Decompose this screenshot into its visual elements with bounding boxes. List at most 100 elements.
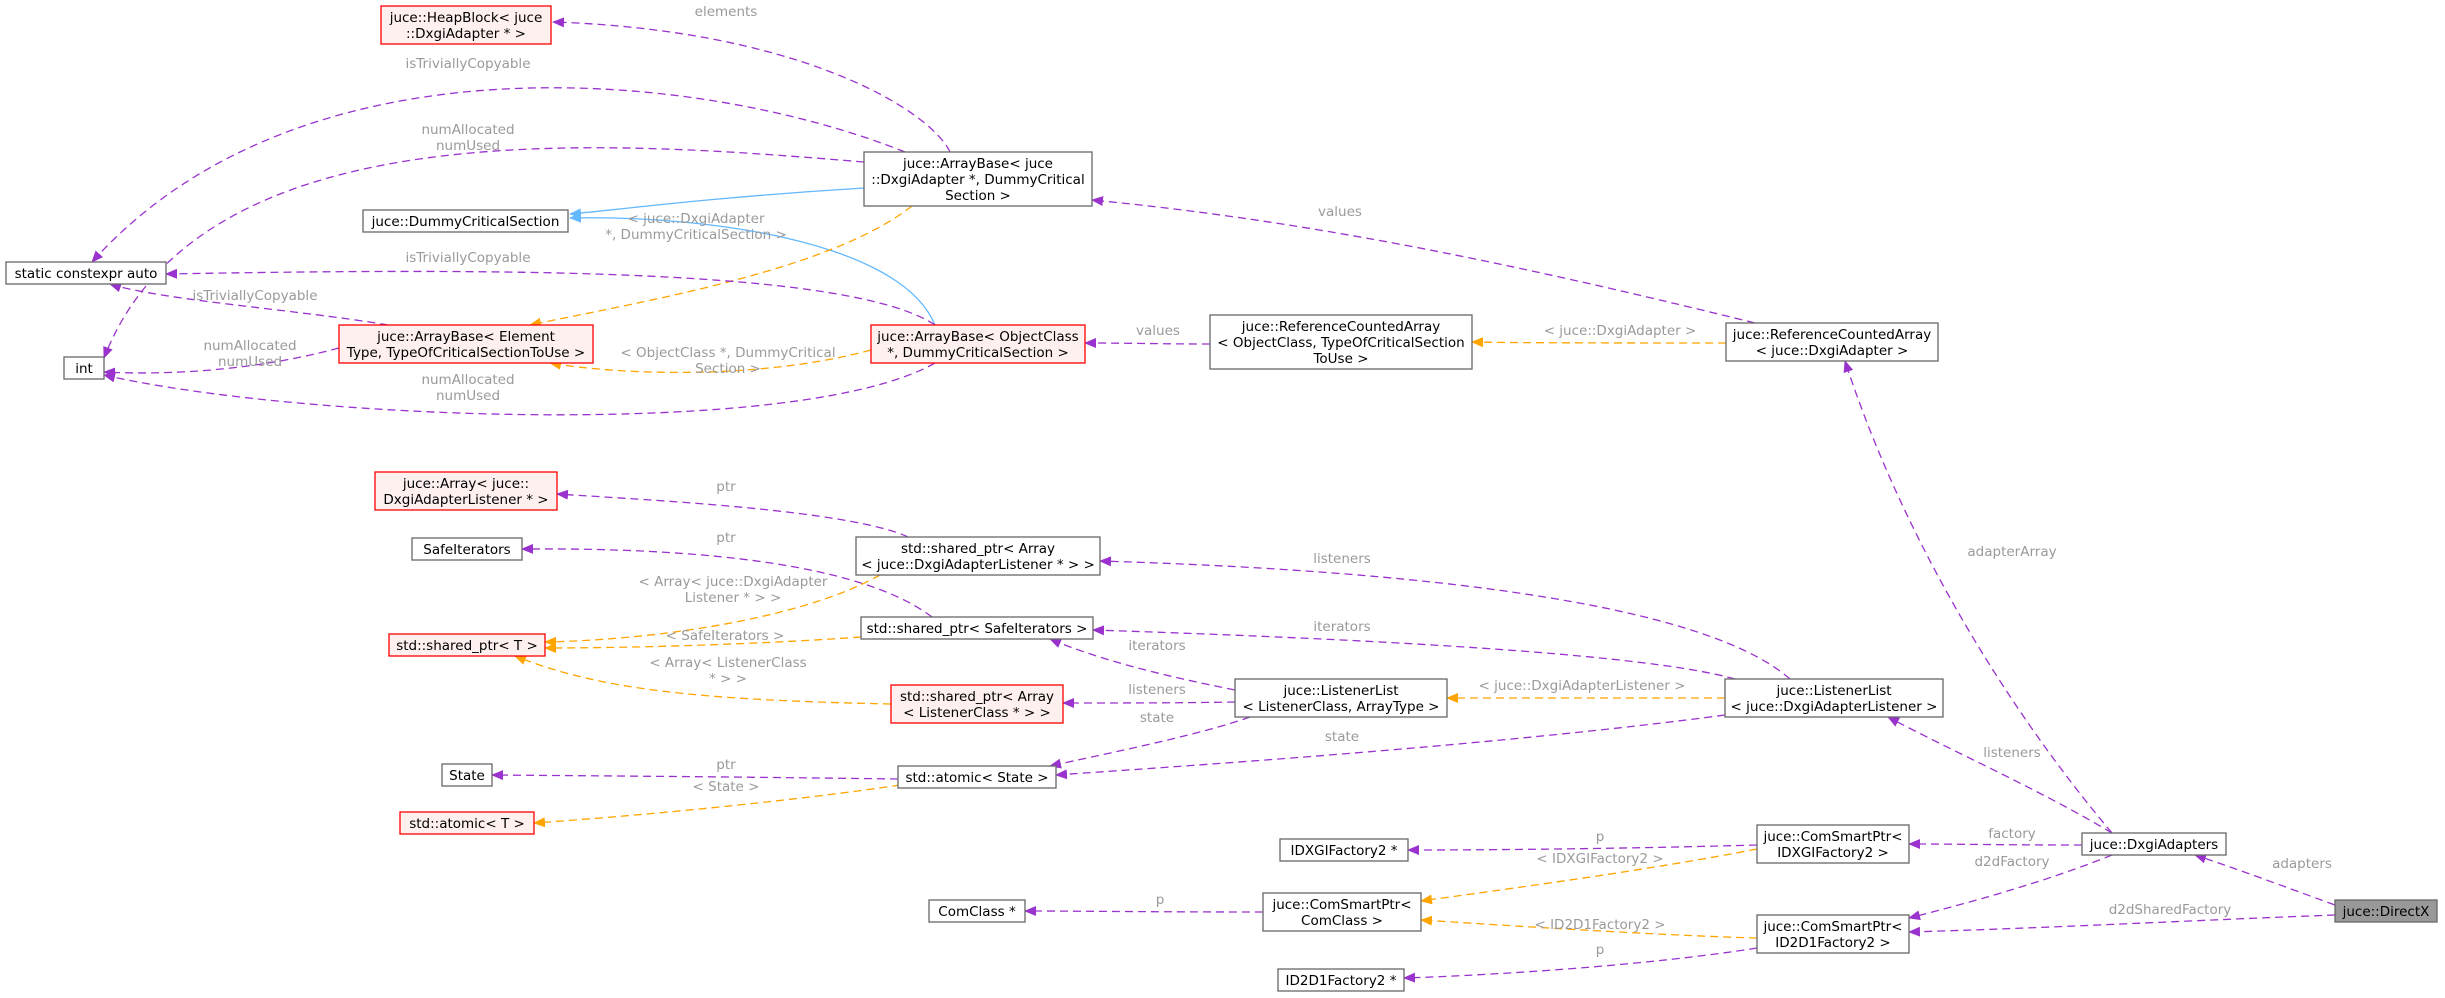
node-box (374, 471, 558, 511)
edge-ptr-1 (556, 489, 909, 538)
node-dummy-cs[interactable]: juce::DummyCriticalSection (362, 209, 569, 233)
node-box (870, 324, 1086, 364)
edge-label-p-3: p (1596, 942, 1605, 958)
node-int[interactable]: int (63, 356, 105, 380)
edge-state-1 (1055, 714, 1726, 780)
node-comclass[interactable]: ComClass * (928, 899, 1026, 923)
node-dxgiadapters[interactable]: juce::DxgiAdapters (2081, 832, 2227, 856)
node-label: juce::ComSmartPtr<ComClass > (1271, 897, 1411, 929)
edge-label-adapters: adapters (2272, 856, 2332, 872)
edge-inheritance (569, 187, 865, 219)
edge-trivially-2 (165, 268, 936, 326)
edge-objectclass-dummy (549, 349, 872, 374)
edge-label-safeiter-tpl: < SafeIterators > (666, 628, 785, 644)
node-box (63, 356, 105, 380)
edge-label-d2dfactory: d2dFactory (1974, 854, 2049, 870)
edge-dxgiadapter-tpl (1471, 337, 1727, 348)
node-label: std::shared_ptr< T > (396, 638, 538, 654)
edge-label-ptr-2: ptr (716, 530, 736, 546)
node-label: SafeIterators (423, 542, 510, 558)
edge-label-dxgiadapter-tpl: < juce::DxgiAdapter > (1544, 323, 1697, 339)
node-box (860, 616, 1094, 640)
node-label: juce::ListenerList< ListenerClass, Array… (1243, 683, 1440, 715)
edge-label-elements: elements (695, 4, 758, 20)
node-idxgifactory[interactable]: IDXGIFactory2 * (1279, 838, 1409, 862)
node-shared-ptr-array-dxgi[interactable]: std::shared_ptr< Array< juce::DxgiAdapte… (855, 536, 1101, 576)
node-static-constexpr[interactable]: static constexpr auto (5, 261, 167, 285)
node-arraybase-object[interactable]: juce::ArrayBase< ObjectClass*, DummyCrit… (870, 324, 1086, 364)
edge-p-1 (1407, 844, 1758, 855)
node-comsmart-id2d1[interactable]: juce::ComSmartPtr<ID2D1Factory2 > (1756, 914, 1910, 954)
node-label: juce::ComSmartPtr<IDXGIFactory2 > (1762, 829, 1902, 861)
node-atomic-state[interactable]: std::atomic< State > (897, 765, 1057, 789)
edge-label-state-1: state (1325, 729, 1359, 745)
node-id2d1factory[interactable]: ID2D1Factory2 * (1277, 968, 1405, 992)
node-box (890, 684, 1064, 724)
node-shared-ptr-t[interactable]: std::shared_ptr< T > (388, 633, 546, 657)
edge-label-array-listener-tpl: < Array< ListenerClass* > > (649, 655, 806, 687)
edge-factory (1908, 839, 2083, 850)
edge-label-trivially-3: isTriviallyCopyable (193, 288, 318, 304)
node-label: juce::DxgiAdapters (2089, 837, 2218, 853)
node-refcounted-generic[interactable]: juce::ReferenceCountedArray< ObjectClass… (1209, 314, 1473, 370)
node-shared-ptr-safe[interactable]: std::shared_ptr< SafeIterators > (860, 616, 1094, 640)
edge-adapters (2194, 853, 2336, 906)
edge-label-d2dshared: d2dSharedFactory (2109, 902, 2232, 918)
node-box (1756, 824, 1910, 864)
node-label: juce::ListenerList< juce::DxgiAdapterLis… (1731, 683, 1938, 715)
edge-numalloc-3 (103, 362, 936, 416)
node-box (1756, 914, 1910, 954)
edge-state-2 (1049, 716, 1251, 769)
edge-ptr-3 (491, 770, 899, 781)
node-box (2081, 832, 2227, 856)
edge-label-factory: factory (1988, 826, 2036, 842)
node-shared-ptr-array-listener[interactable]: std::shared_ptr< Array< ListenerClass * … (890, 684, 1064, 724)
node-state[interactable]: State (441, 763, 493, 787)
node-box (411, 537, 523, 561)
edge-ptr-2 (521, 543, 933, 618)
node-arraybase-dxgi[interactable]: juce::ArrayBase< juce::DxgiAdapter *, Du… (863, 151, 1093, 207)
node-box (1724, 678, 1944, 718)
node-listenerlist-dxgi[interactable]: juce::ListenerList< juce::DxgiAdapterLis… (1724, 678, 1944, 718)
node-comsmart-idxgi[interactable]: juce::ComSmartPtr<IDXGIFactory2 > (1756, 824, 1910, 864)
edge-label-values-1: values (1136, 323, 1180, 339)
edge-label-dxgi-listener-tpl: < juce::DxgiAdapterListener > (1479, 678, 1686, 694)
edge-label-p-1: p (1596, 829, 1605, 845)
node-atomic-t[interactable]: std::atomic< T > (399, 811, 535, 835)
node-box (1234, 678, 1448, 718)
node-refcounted-dxgi[interactable]: juce::ReferenceCountedArray< juce::DxgiA… (1725, 322, 1939, 362)
node-label: std::shared_ptr< Array< ListenerClass * … (900, 689, 1054, 721)
node-box (399, 811, 535, 835)
node-box (2334, 899, 2438, 923)
edge-dxgi-dummy (569, 212, 936, 326)
edge-adapterarray (1843, 360, 2113, 834)
edge-array-listener-tpl (514, 655, 892, 705)
node-label: juce::Array< juce::DxgiAdapterListener *… (383, 476, 548, 508)
node-label: std::shared_ptr< Array< juce::DxgiAdapte… (861, 541, 1095, 573)
node-box (1209, 314, 1473, 370)
node-safe-iterators[interactable]: SafeIterators (411, 537, 523, 561)
node-label: juce::ArrayBase< juce::DxgiAdapter *, Du… (871, 156, 1084, 204)
node-box (388, 633, 546, 657)
node-label: IDXGIFactory2 * (1290, 843, 1397, 859)
node-label: std::atomic< State > (905, 770, 1048, 786)
node-box (855, 536, 1101, 576)
node-heapblock[interactable]: juce::HeapBlock< juce::DxgiAdapter * > (380, 5, 552, 45)
edge-label-listeners-2: listeners (1128, 682, 1186, 698)
node-array-listener[interactable]: juce::Array< juce::DxgiAdapterListener *… (374, 471, 558, 511)
node-label: int (75, 361, 93, 377)
edge-listeners-1 (1099, 556, 1791, 680)
node-directx[interactable]: juce::DirectX (2334, 899, 2438, 923)
node-comsmart-comclass[interactable]: juce::ComSmartPtr<ComClass > (1262, 892, 1422, 932)
edge-label-trivially-2: isTriviallyCopyable (406, 250, 531, 266)
edge-trivially-1 (91, 87, 906, 263)
edge-values-1 (1084, 338, 1211, 349)
edge-label-adapterarray: adapterArray (1967, 544, 2056, 560)
node-listenerlist-generic[interactable]: juce::ListenerList< ListenerClass, Array… (1234, 678, 1448, 718)
